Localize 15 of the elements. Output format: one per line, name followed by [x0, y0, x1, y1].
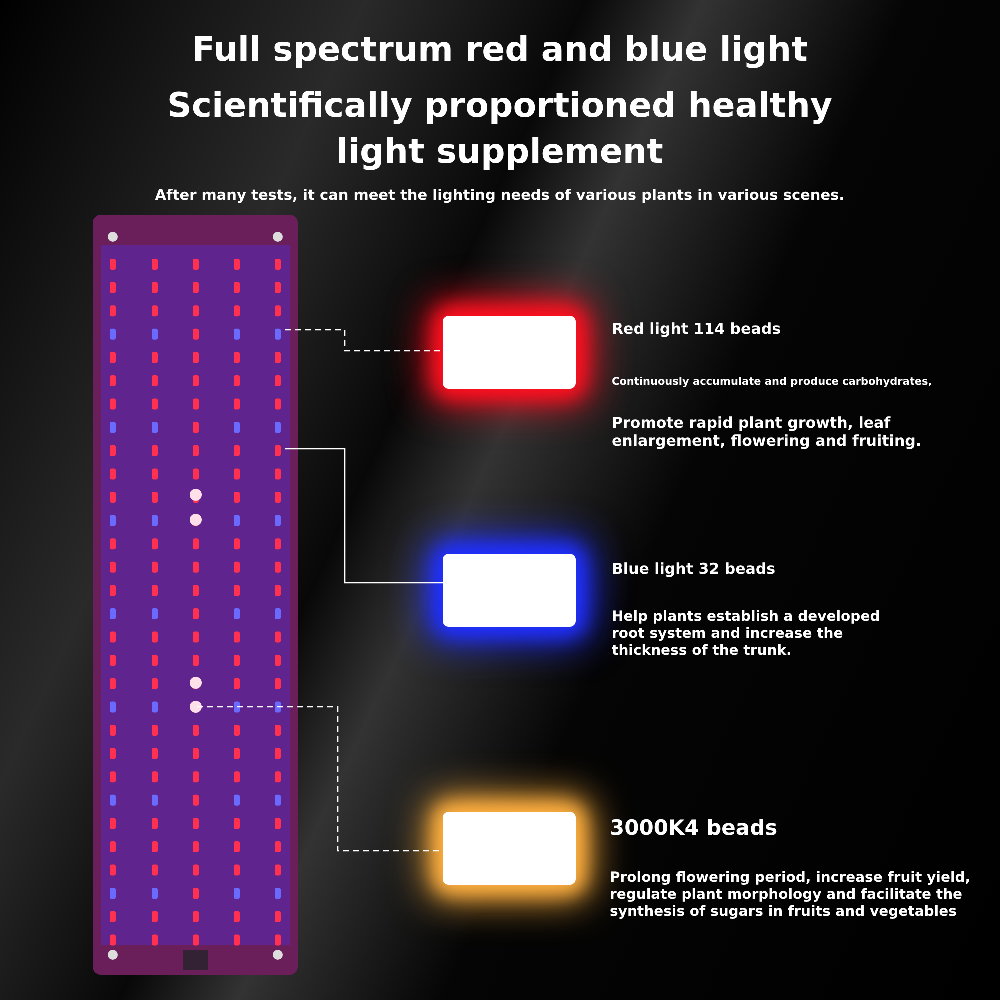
glowing-light-panel: [443, 812, 576, 885]
title: Full spectrum red and blue light: [191, 30, 809, 70]
description-text: Help plants establish a developed root system and increase the thickness of the trunk.: [612, 609, 882, 660]
leader-line: [285, 329, 443, 352]
caption-heading: Red light 114 beads: [612, 320, 782, 338]
caption-heading: 3000K4 beads: [610, 816, 779, 842]
glowing-light-panel: [443, 316, 576, 389]
glowing-light-panel: [443, 554, 576, 627]
caption-heading: Blue light 32 beads: [612, 560, 777, 578]
description-text: Promote rapid plant growth, leaf enlargement, flowering and fruiting.: [612, 414, 923, 450]
intro-text: After many tests, it can meet the lighting needs of various plants in various scenes.: [154, 188, 846, 204]
description-text: Prolong flowering period, increase fruit yield, regulate plant morphology and facilitate the synthesis of sugars in fruits and vegetables: [610, 870, 972, 920]
leader-line: [285, 448, 443, 584]
description-text: Continuously accumulate and produce carbohydrates,: [612, 376, 934, 389]
subtitle: Scientifically proportioned healthy light supplement: [166, 85, 834, 174]
